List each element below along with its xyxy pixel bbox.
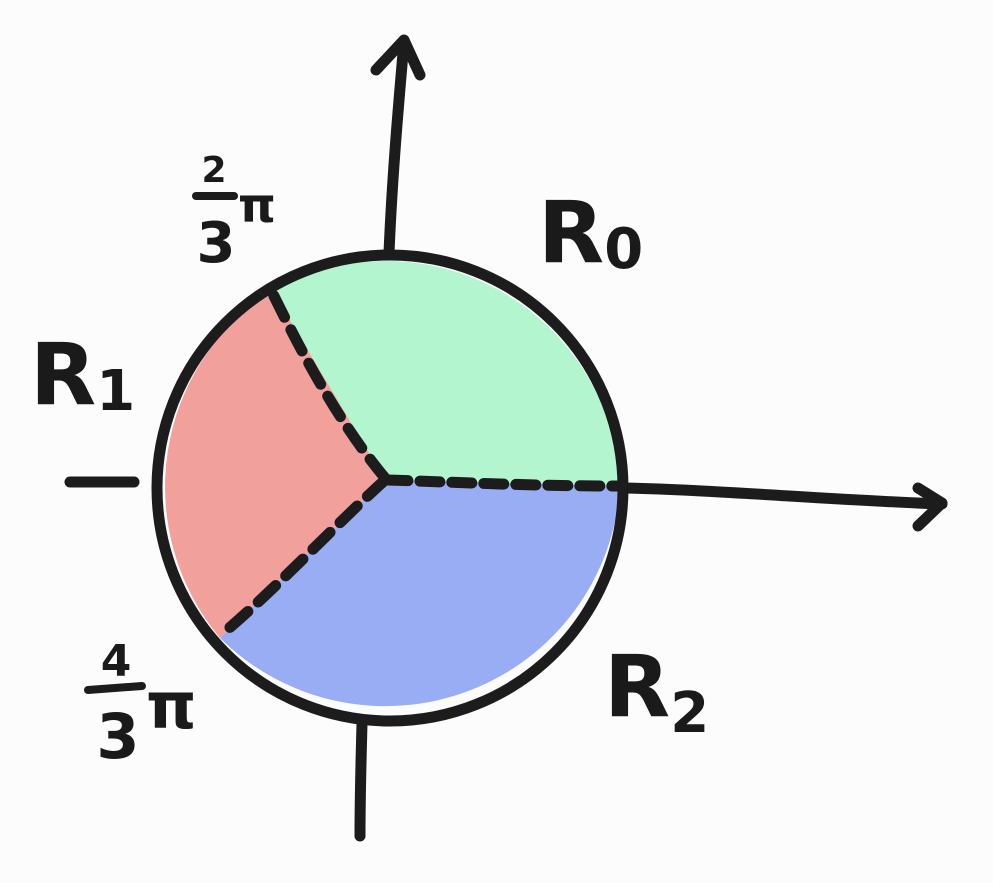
y-axis-arrowhead <box>370 34 426 81</box>
angle-two-thirds-pi-symbol: π <box>238 178 276 234</box>
boundary-line-two-thirds <box>266 286 391 484</box>
region-label-r0: R0 <box>538 183 643 283</box>
region-boundaries <box>214 286 624 642</box>
axes <box>64 34 948 842</box>
x-axis-arrowhead <box>912 482 948 532</box>
angle-four-thirds-denominator: 3 <box>96 700 139 773</box>
angle-four-thirds-numerator: 4 <box>101 636 132 687</box>
region-r1-sector <box>165 290 385 638</box>
y-axis-upper <box>383 36 410 259</box>
boundary-line-four-thirds <box>214 474 391 642</box>
region-label-r2: R2 <box>604 637 709 746</box>
angle-two-thirds-denominator: 3 <box>197 211 236 276</box>
boundary-line-0 <box>382 474 624 492</box>
region-r0-sector <box>272 260 620 486</box>
angle-four-thirds-pi-symbol: π <box>146 670 197 744</box>
region-label-r1: R1 <box>30 325 135 425</box>
region-r2-sector <box>220 480 620 707</box>
angle-label-four-thirds-pi: 4 3 π <box>84 636 197 773</box>
x-axis-right <box>618 482 948 510</box>
angle-four-thirds-fraction-bar <box>84 682 146 694</box>
angle-label-two-thirds-pi: 2 3 π <box>192 150 276 276</box>
angle-two-thirds-numerator: 2 <box>201 150 226 191</box>
y-axis-lower <box>354 718 368 842</box>
